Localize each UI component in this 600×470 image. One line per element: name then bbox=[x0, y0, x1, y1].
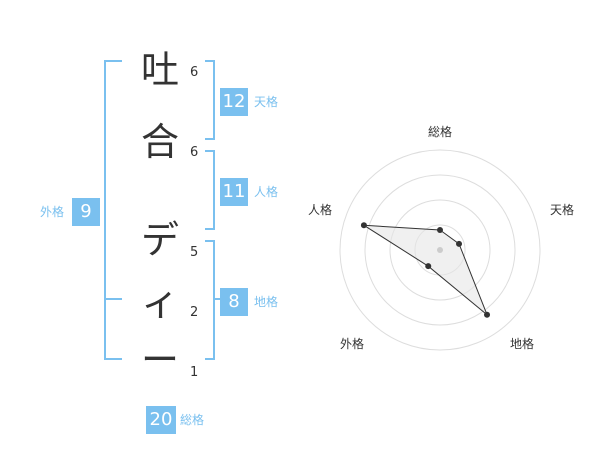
name-char-4: ィ bbox=[140, 280, 179, 324]
stroke-count-4: 2 bbox=[190, 305, 199, 320]
gaikaku-value: 9 bbox=[72, 198, 100, 226]
gaikaku-label: 外格 bbox=[40, 205, 65, 219]
radar-ring bbox=[364, 174, 516, 326]
stroke-count-3: 5 bbox=[190, 245, 199, 260]
radar-point-2 bbox=[484, 311, 491, 318]
chikaku-bracket-tick bbox=[213, 298, 223, 300]
jinkaku-value: 11 bbox=[220, 178, 248, 206]
radar-point-3 bbox=[425, 263, 432, 270]
radar-label-gaikaku: 外格 bbox=[340, 337, 365, 351]
radar-label-soukaku: 総格 bbox=[428, 125, 453, 139]
tenkaku-label: 天格 bbox=[254, 95, 279, 109]
stroke-count-5: 1 bbox=[190, 365, 199, 380]
stroke-count-1: 6 bbox=[190, 65, 199, 80]
radar-ring bbox=[389, 199, 491, 301]
radar-points bbox=[360, 222, 491, 318]
radar-ring bbox=[339, 149, 541, 351]
gaikaku-bracket-tick bbox=[104, 298, 122, 300]
chikaku-bracket bbox=[205, 240, 215, 360]
chikaku-value: 8 bbox=[220, 288, 248, 316]
name-char-3: デ bbox=[140, 218, 179, 262]
jinkaku-bracket bbox=[205, 150, 215, 230]
radar-polygon bbox=[363, 224, 488, 316]
chikaku-label: 地格 bbox=[254, 295, 279, 309]
soukaku-label: 総格 bbox=[180, 413, 205, 427]
radar-label-jinkaku: 人格 bbox=[308, 203, 333, 217]
radar-ring bbox=[414, 224, 466, 276]
tenkaku-bracket bbox=[205, 60, 215, 140]
stroke-count-2: 6 bbox=[190, 145, 199, 160]
radar-point-4 bbox=[360, 222, 367, 229]
gaikaku-bracket bbox=[104, 60, 122, 360]
tenkaku-value: 12 bbox=[220, 88, 248, 116]
radar-rings bbox=[339, 149, 541, 351]
radar-center-dot bbox=[437, 247, 443, 253]
jinkaku-label: 人格 bbox=[254, 185, 279, 199]
soukaku-value: 20 bbox=[146, 406, 176, 434]
radar-point-0 bbox=[437, 227, 443, 233]
radar-point-1 bbox=[456, 240, 463, 247]
radar-label-chikaku: 地格 bbox=[510, 337, 535, 351]
radar-label-tenkaku: 天格 bbox=[550, 203, 575, 217]
name-char-1: 吐 bbox=[140, 48, 179, 92]
name-char-5: ー bbox=[140, 338, 179, 382]
name-char-2: 合 bbox=[140, 120, 179, 164]
